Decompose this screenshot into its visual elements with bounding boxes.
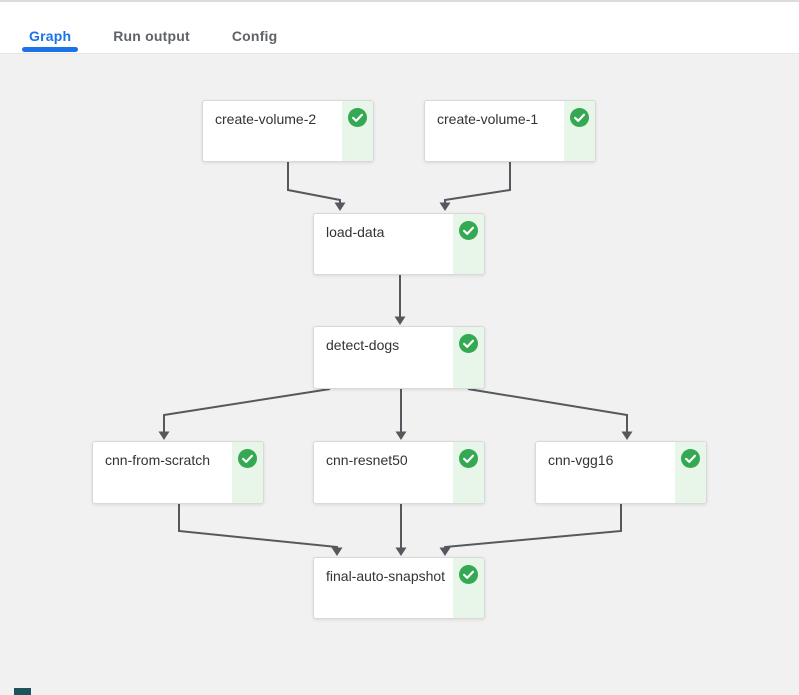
node-label: create-volume-2 xyxy=(215,111,317,127)
edge-create-volume-2-to-load-data xyxy=(287,162,341,203)
canvas-artifact xyxy=(14,688,31,695)
check-circle-icon xyxy=(570,108,589,127)
node-label: detect-dogs xyxy=(326,337,400,353)
arrowhead-cnn-vgg16 xyxy=(621,431,633,440)
graph-node-cnn-vgg16[interactable]: cnn-vgg16 xyxy=(535,441,707,504)
status-strip xyxy=(453,214,484,274)
arrowhead-cnn-resnet50 xyxy=(395,431,407,440)
edge-cnn-vgg16-to-final-auto-snapshot xyxy=(444,504,622,549)
check-circle-icon xyxy=(238,449,257,468)
arrowhead-final-auto-snapshot xyxy=(331,547,343,556)
tab-bar: Graph Run output Config xyxy=(0,0,799,54)
node-label: cnn-vgg16 xyxy=(548,452,614,468)
node-label: final-auto-snapshot xyxy=(326,568,446,584)
arrowhead-load-data xyxy=(334,202,346,211)
status-strip xyxy=(453,442,484,503)
graph-node-cnn-from-scratch[interactable]: cnn-from-scratch xyxy=(92,441,264,504)
edge-cnn-from-scratch-to-final-auto-snapshot xyxy=(178,504,338,549)
graph-node-load-data[interactable]: load-data xyxy=(313,213,485,275)
status-strip xyxy=(453,327,484,388)
check-circle-icon xyxy=(681,449,700,468)
arrowhead-cnn-from-scratch xyxy=(158,431,170,440)
graph-node-final-auto-snapshot[interactable]: final-auto-snapshot xyxy=(313,557,485,619)
node-label: create-volume-1 xyxy=(437,111,539,127)
check-circle-icon xyxy=(459,334,478,353)
node-label: cnn-from-scratch xyxy=(105,452,211,468)
tab-config[interactable]: Config xyxy=(231,28,278,44)
node-label: cnn-resnet50 xyxy=(326,452,408,468)
status-strip xyxy=(453,558,484,618)
check-circle-icon xyxy=(348,108,367,127)
check-circle-icon xyxy=(459,221,478,240)
graph-node-create-volume-1[interactable]: create-volume-1 xyxy=(424,100,596,162)
node-label: load-data xyxy=(326,224,385,240)
tab-graph[interactable]: Graph xyxy=(29,28,72,44)
graph-node-cnn-resnet50[interactable]: cnn-resnet50 xyxy=(313,441,485,504)
status-strip xyxy=(342,101,373,161)
edge-detect-dogs-to-cnn-vgg16 xyxy=(467,388,628,432)
status-strip xyxy=(564,101,595,161)
status-strip xyxy=(232,442,263,503)
check-circle-icon xyxy=(459,565,478,584)
arrowhead-detect-dogs xyxy=(394,316,406,325)
graph-node-create-volume-2[interactable]: create-volume-2 xyxy=(202,100,374,162)
active-tab-indicator xyxy=(22,47,78,52)
edge-detect-dogs-to-cnn-from-scratch xyxy=(163,388,331,432)
check-circle-icon xyxy=(459,449,478,468)
arrowhead-final-auto-snapshot xyxy=(395,547,407,556)
graph-node-detect-dogs[interactable]: detect-dogs xyxy=(313,326,485,389)
status-strip xyxy=(675,442,706,503)
arrowhead-final-auto-snapshot xyxy=(439,547,451,556)
tab-run-output[interactable]: Run output xyxy=(113,28,190,44)
edge-create-volume-1-to-load-data xyxy=(444,162,511,203)
arrowhead-load-data xyxy=(439,202,451,211)
